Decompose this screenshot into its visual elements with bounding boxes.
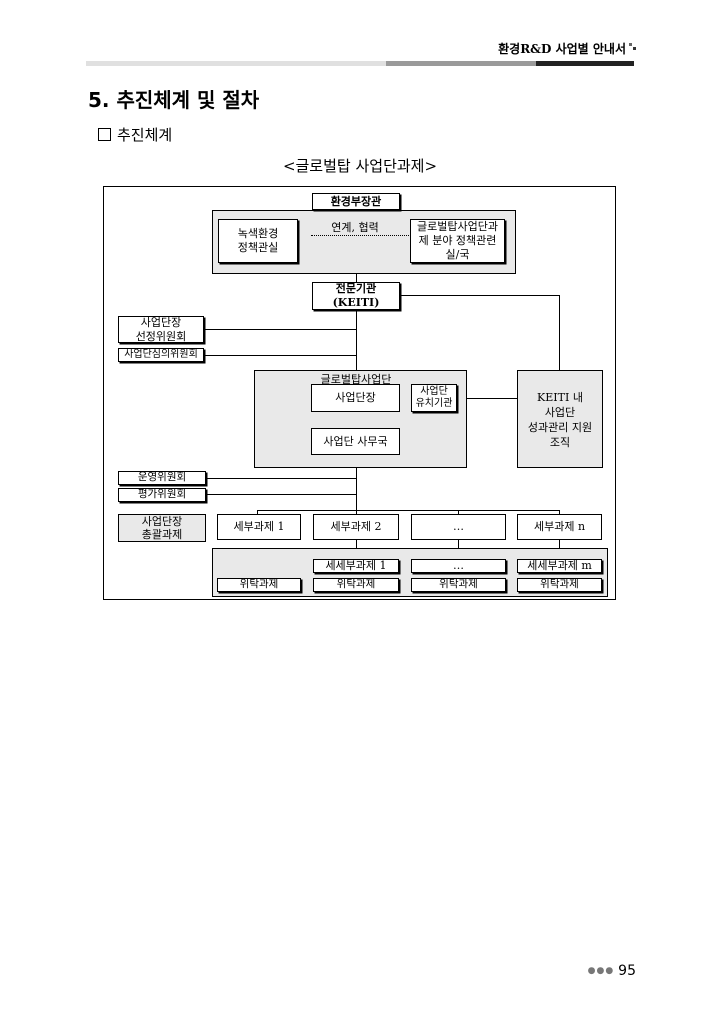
- square-bullet-icon: [98, 128, 111, 141]
- section-title: 5. 추진체계 및 절차: [88, 88, 260, 112]
- header-title: 환경R&D 사업별 안내서: [498, 42, 626, 56]
- subsub-m-box: 세세부과제 m: [517, 559, 602, 573]
- subsection-title: 추진체계: [98, 124, 172, 145]
- subtask-1-box: 세부과제 1: [217, 514, 301, 540]
- subtask-dots-box: …: [411, 514, 506, 540]
- diagram-title: <글로벌탑 사업단과제>: [282, 157, 438, 175]
- review-committee-box: 사업단심의위원회: [118, 348, 204, 362]
- page-footer: ●●● 95: [588, 963, 636, 979]
- selection-committee-box: 사업단장 선정위원회: [118, 316, 204, 343]
- page-number: 95: [618, 963, 636, 979]
- entrusted-task-1: 위탁과제: [217, 578, 301, 592]
- keiti-support-label: KEITI 내 사업단 성과관리 지원 조직: [527, 391, 593, 449]
- entrusted-task-4: 위탁과제: [517, 578, 602, 592]
- ops-committee-box: 운영위원회: [118, 471, 206, 485]
- general-task-label: 사업단장 총괄과제: [141, 515, 183, 542]
- dots-icon: ●●●: [587, 966, 615, 976]
- org-chart: [103, 186, 616, 600]
- ministry-box: 환경부장관: [312, 193, 400, 210]
- green-env-policy-box: 녹색환경 정책관실: [218, 219, 298, 263]
- secretariat-box: 사업단 사무국: [311, 428, 400, 455]
- subsub-1-box: 세세부과제 1: [313, 559, 399, 573]
- policy-office-box: 글로벌탑사업단과제 분야 정책관련 실/국: [410, 219, 505, 263]
- global-top-group-label: 글로벌탑사업단: [320, 373, 392, 386]
- subsub-dots-box: …: [411, 559, 506, 573]
- keiti-support-group: [517, 370, 603, 468]
- general-task-group: [118, 514, 206, 542]
- host-org-box: 사업단 유치기관: [411, 384, 457, 412]
- agency-box: 전문기관 (KEITI): [312, 282, 400, 310]
- entrusted-task-2: 위탁과제: [313, 578, 399, 592]
- subtask-n-box: 세부과제 n: [517, 514, 602, 540]
- header-rule: [86, 61, 634, 66]
- entrusted-task-3: 위탁과제: [411, 578, 506, 592]
- cooperation-label: 연계, 협력: [331, 221, 379, 234]
- director-box: 사업단장: [311, 384, 400, 412]
- subtask-2-box: 세부과제 2: [313, 514, 399, 540]
- subsection-label: 추진체계: [117, 126, 173, 144]
- header-corner-icon: [629, 43, 636, 50]
- eval-committee-box: 평가위원회: [118, 488, 206, 502]
